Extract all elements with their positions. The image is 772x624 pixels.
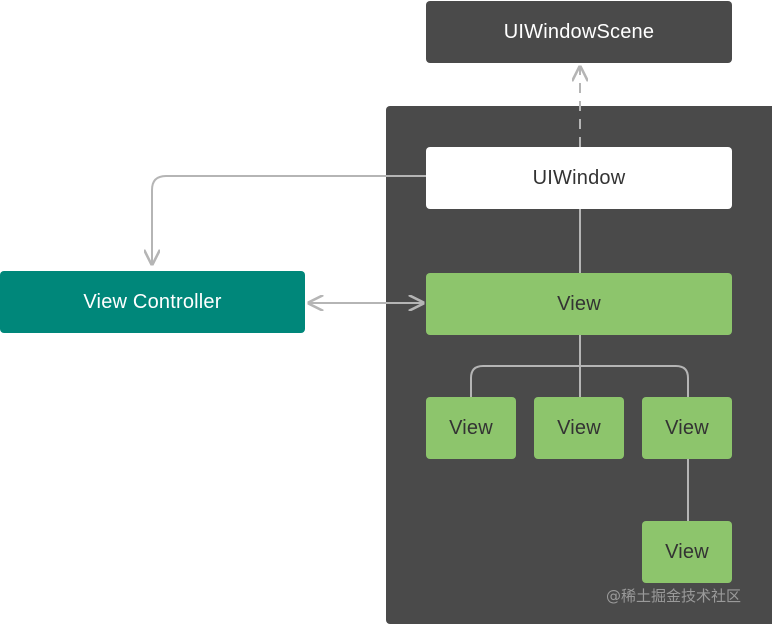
- subview-node-1: View: [426, 397, 516, 459]
- subview-label-3: View: [665, 416, 709, 439]
- view-controller-node: View Controller: [0, 271, 305, 333]
- watermark-text: @稀土掘金技术社区: [606, 587, 742, 605]
- uiwindow-node: UIWindow: [426, 147, 732, 209]
- subview-node-3: View: [642, 397, 732, 459]
- uiwindowscene-label: UIWindowScene: [503, 20, 655, 43]
- root-view-label: View: [557, 292, 601, 315]
- nested-view-label: View: [665, 540, 709, 563]
- subview-label-2: View: [557, 416, 601, 439]
- root-view-node: View: [426, 273, 732, 335]
- subview-node-2: View: [534, 397, 624, 459]
- uiwindowscene-node: UIWindowScene: [426, 1, 732, 63]
- uiwindow-label: UIWindow: [532, 166, 626, 189]
- view-controller-label: View Controller: [83, 290, 222, 313]
- window-to-controller-arrow: [152, 175, 426, 264]
- view-to-subviews-line: [470, 335, 689, 397]
- nested-view-node: View: [642, 521, 732, 583]
- subview-label-1: View: [449, 416, 493, 439]
